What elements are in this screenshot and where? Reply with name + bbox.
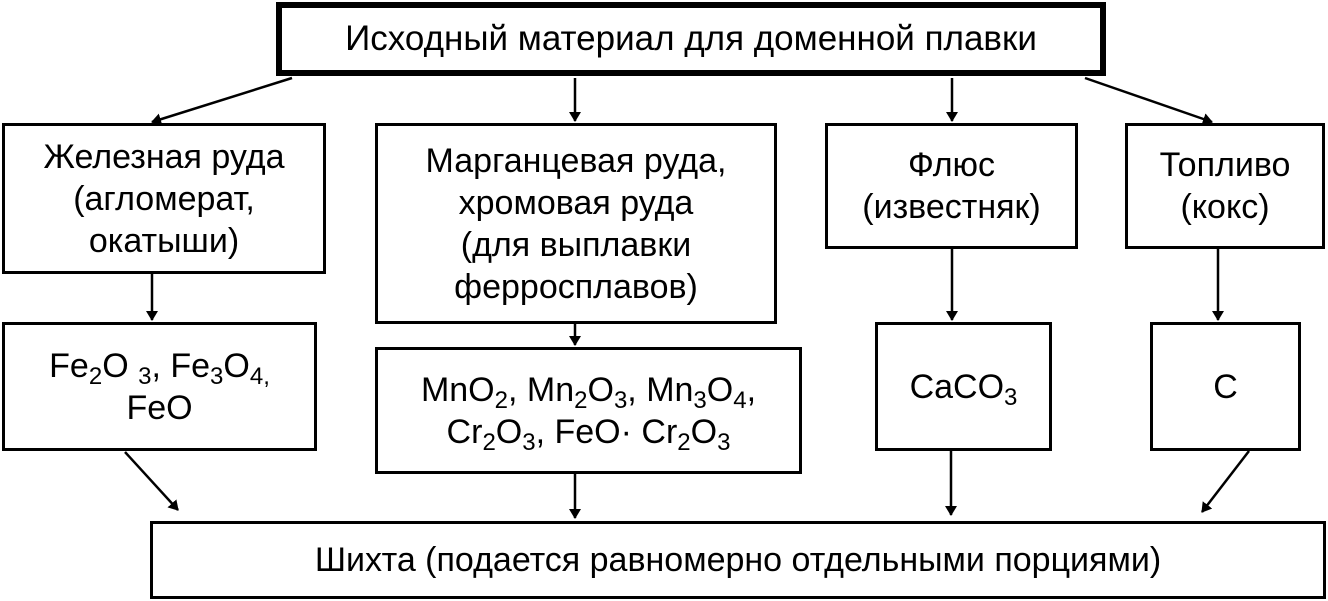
formula-text: , Mn — [627, 370, 694, 409]
formula-text: Fe — [49, 346, 89, 385]
compound-mn-cr-oxides: MnO2, Mn2O3, Mn3O4,Cr2O3, FeO· Cr2O3 — [375, 347, 802, 474]
category-iron-ore: Железная руда (агломерат, окатыши) — [2, 123, 326, 274]
category-text: (агломерат, — [73, 179, 255, 218]
category-fuel: Топливо (кокс) — [1125, 123, 1325, 249]
formula-text: MnO — [420, 370, 495, 409]
formula-subscript: 3 — [210, 362, 224, 390]
formula-subscript: 2 — [482, 428, 496, 456]
formula-text: FeO — [126, 388, 193, 427]
formula-line: MnO2, Mn2O3, Mn3O4, — [420, 369, 757, 414]
category-text: (кокс) — [1180, 188, 1270, 226]
formula-text: , Fe — [151, 346, 211, 385]
category-text: (для выплавки — [460, 225, 692, 264]
formula-text: C — [1213, 367, 1238, 406]
formula-line: Cr2O3, FeO· Cr2O3 — [446, 411, 731, 456]
formula-subscript: 3 — [138, 362, 152, 390]
compound-carbon: C — [1150, 322, 1301, 451]
formula-subscript: 3 — [613, 386, 628, 414]
category-text: Железная руда — [43, 137, 285, 176]
title-box: Исходный материал для доменной плавки — [276, 2, 1106, 76]
formula-subscript: 3 — [522, 428, 536, 456]
category-text: Топливо — [1159, 146, 1291, 184]
category-text: Марганцевая руда, — [425, 141, 727, 180]
formula-line: C — [1213, 366, 1238, 408]
formula-text: O — [102, 346, 139, 385]
formula-text: O — [587, 370, 614, 409]
formula-text: O — [690, 412, 718, 451]
formula-subscript: 2 — [88, 362, 103, 390]
arrow-title-to-iron-ore — [151, 76, 293, 126]
formula-text: O — [706, 370, 734, 409]
formula-subscript: 4 — [733, 386, 747, 414]
formula-subscript: 3 — [717, 428, 731, 456]
formula-subscript: 2 — [677, 428, 691, 456]
formula-subscript: 2 — [574, 386, 588, 414]
formula-line: FeO — [126, 387, 192, 429]
charge-text: Шихта (подается равномерно отдельными по… — [314, 541, 1162, 579]
formula-text: , FeO· Cr — [535, 412, 678, 451]
formula-subscript: 4, — [249, 362, 270, 390]
formula-text: Cr — [446, 412, 483, 451]
category-text: (известняк) — [862, 188, 1041, 226]
formula-subscript: 3 — [1004, 383, 1018, 411]
formula-line: Fe2O 3, Fe3O4, — [49, 345, 270, 390]
formula-subscript: 2 — [494, 386, 508, 414]
arrow-title-to-fuel — [1084, 76, 1213, 125]
compound-iron-oxides: Fe2O 3, Fe3O4,FeO — [2, 322, 317, 451]
formula-text: O — [495, 412, 523, 451]
compound-calcium-carbonate: CaCO3 — [875, 322, 1052, 451]
category-text: окатыши) — [88, 221, 240, 260]
formula-text: CaCO — [909, 367, 1005, 406]
category-text: ферросплавов) — [454, 267, 698, 306]
category-text: Флюс — [907, 146, 996, 184]
charge-box: Шихта (подается равномерно отдельными по… — [150, 521, 1326, 599]
category-text: хромовая руда — [458, 183, 694, 222]
arrow-iron-oxides-to-charge — [124, 451, 179, 511]
formula-subscript: 3 — [693, 386, 707, 414]
diagram-title: Исходный материал для доменной плавки — [345, 19, 1037, 58]
formula-text: , — [746, 370, 757, 409]
category-manganese-chrome-ore: Марганцевая руда, хромовая руда (для вып… — [375, 123, 777, 324]
formula-text: , Mn — [508, 370, 575, 409]
arrow-carbon-to-charge — [1201, 450, 1250, 513]
category-flux: Флюс (известняк) — [825, 123, 1078, 249]
formula-text: O — [223, 346, 250, 385]
formula-line: CaCO3 — [909, 366, 1018, 411]
